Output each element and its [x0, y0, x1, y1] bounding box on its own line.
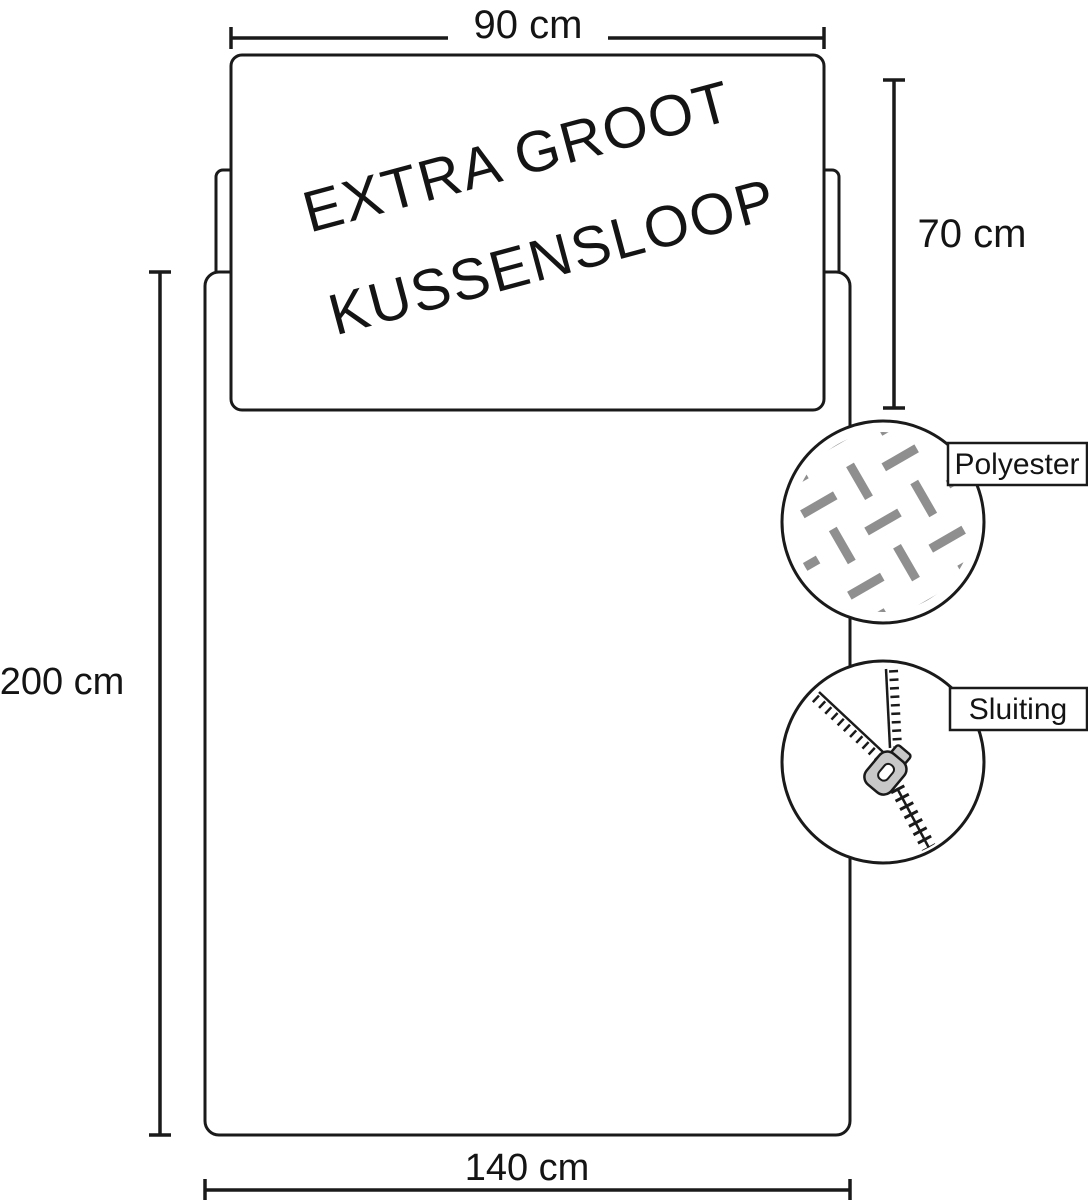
closure-callout-label: Sluiting — [969, 693, 1067, 726]
zipper-icon — [811, 668, 936, 852]
dimension-left-label: 200 cm — [0, 661, 124, 703]
material-callout-tag: Polyester — [946, 441, 1088, 487]
dimension-top-label: 90 cm — [474, 3, 583, 47]
closure-callout-tag-box — [948, 686, 1088, 732]
pillowcase-outline — [229, 53, 826, 412]
dimension-right: 70 cm — [883, 78, 1027, 410]
material-callout-tag-box — [946, 441, 1088, 487]
zipper-pull — [863, 744, 912, 796]
dimension-left: 200 cm — [0, 270, 171, 1137]
dimension-bottom-label: 140 cm — [465, 1147, 590, 1189]
material-callout-label: Polyester — [954, 448, 1079, 481]
dimension-top-label-bg — [448, 2, 608, 48]
closure-callout-tag: Sluiting — [948, 686, 1088, 732]
dimension-top: 90 cm — [229, 2, 826, 49]
closure-callout: Sluiting — [780, 659, 1088, 865]
dimension-bottom: 140 cm — [203, 1147, 852, 1200]
dimension-right-label: 70 cm — [918, 212, 1027, 256]
